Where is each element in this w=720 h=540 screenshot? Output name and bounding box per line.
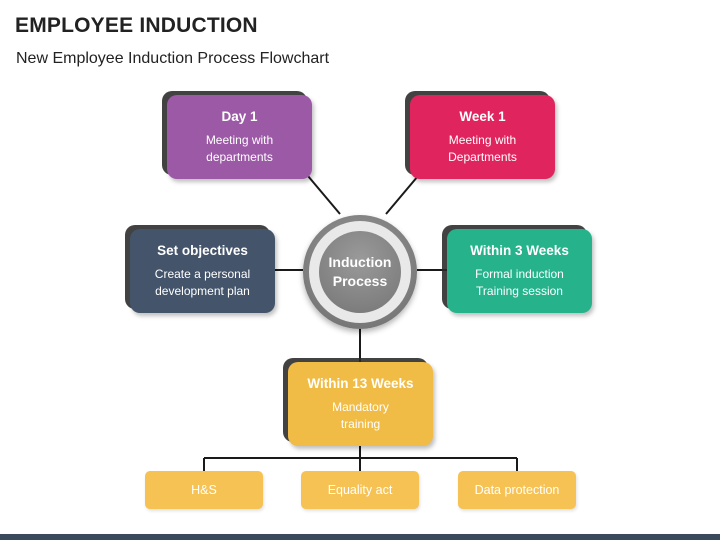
footer-bar — [0, 534, 720, 540]
node-within-3-weeks: Within 3 Weeks Formal induction Training… — [447, 229, 592, 313]
sub-item-hs: H&S — [145, 471, 263, 509]
node-within-13-weeks-title: Within 13 Weeks — [307, 375, 414, 391]
connector-day1 — [307, 175, 341, 215]
page-title: EMPLOYEE INDUCTION — [15, 14, 258, 37]
node-within-13-weeks-desc: Mandatory training — [332, 399, 389, 431]
sub-item-equality-act: Equality act — [301, 471, 419, 509]
node-set-objectives: Set objectives Create a personal develop… — [130, 229, 275, 313]
hub-ring: Induction Process — [309, 221, 411, 323]
node-set-objectives-title: Set objectives — [157, 242, 248, 258]
node-within-13-weeks: Within 13 Weeks Mandatory training — [288, 362, 433, 446]
node-week-1: Week 1 Meeting with Departments — [410, 95, 555, 179]
node-day-1-title: Day 1 — [221, 108, 258, 124]
node-week-1-desc: Meeting with Departments — [448, 132, 517, 164]
node-within-3-weeks-title: Within 3 Weeks — [470, 242, 569, 258]
induction-process-hub: Induction Process — [303, 215, 417, 329]
connector-week1 — [385, 175, 419, 215]
hub-label: Induction Process — [319, 231, 401, 313]
node-day-1-desc: Meeting with departments — [205, 132, 274, 164]
sub-item-data-protection: Data protection — [458, 471, 576, 509]
node-set-objectives-desc: Create a personal development plan — [154, 266, 251, 298]
node-within-3-weeks-desc: Formal induction Training session — [475, 266, 564, 298]
node-week-1-title: Week 1 — [459, 108, 506, 124]
page-subtitle: New Employee Induction Process Flowchart — [16, 50, 330, 67]
node-day-1: Day 1 Meeting with departments — [167, 95, 312, 179]
